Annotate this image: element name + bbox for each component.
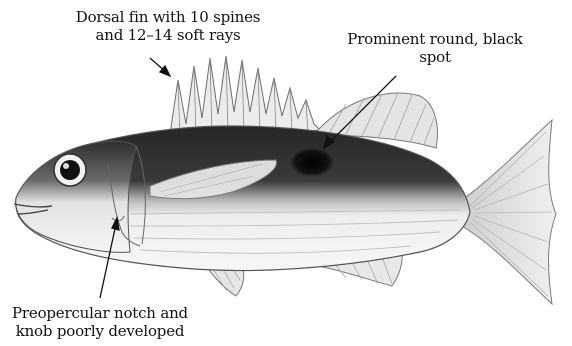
- black-spot: [288, 146, 336, 178]
- preopercular-annotation-line1: Preopercular notch and: [0, 304, 200, 322]
- black-spot-annotation-line1: Prominent round, black: [330, 30, 540, 48]
- preopercular-annotation-line2: knob poorly developed: [0, 322, 200, 340]
- black-spot-annotation-line2: spot: [330, 48, 540, 66]
- black-spot-annotation: Prominent round, black spot: [330, 30, 540, 66]
- preopercular-annotation: Preopercular notch and knob poorly devel…: [0, 304, 200, 340]
- dorsal-fin-annotation: Dorsal fin with 10 spines and 12–14 soft…: [18, 8, 318, 44]
- caudal-fin: [462, 120, 556, 304]
- dorsal-fin-annotation-line1: Dorsal fin with 10 spines: [18, 8, 318, 26]
- dorsal-fin-annotation-line2: and 12–14 soft rays: [18, 26, 318, 44]
- eye: [54, 154, 86, 186]
